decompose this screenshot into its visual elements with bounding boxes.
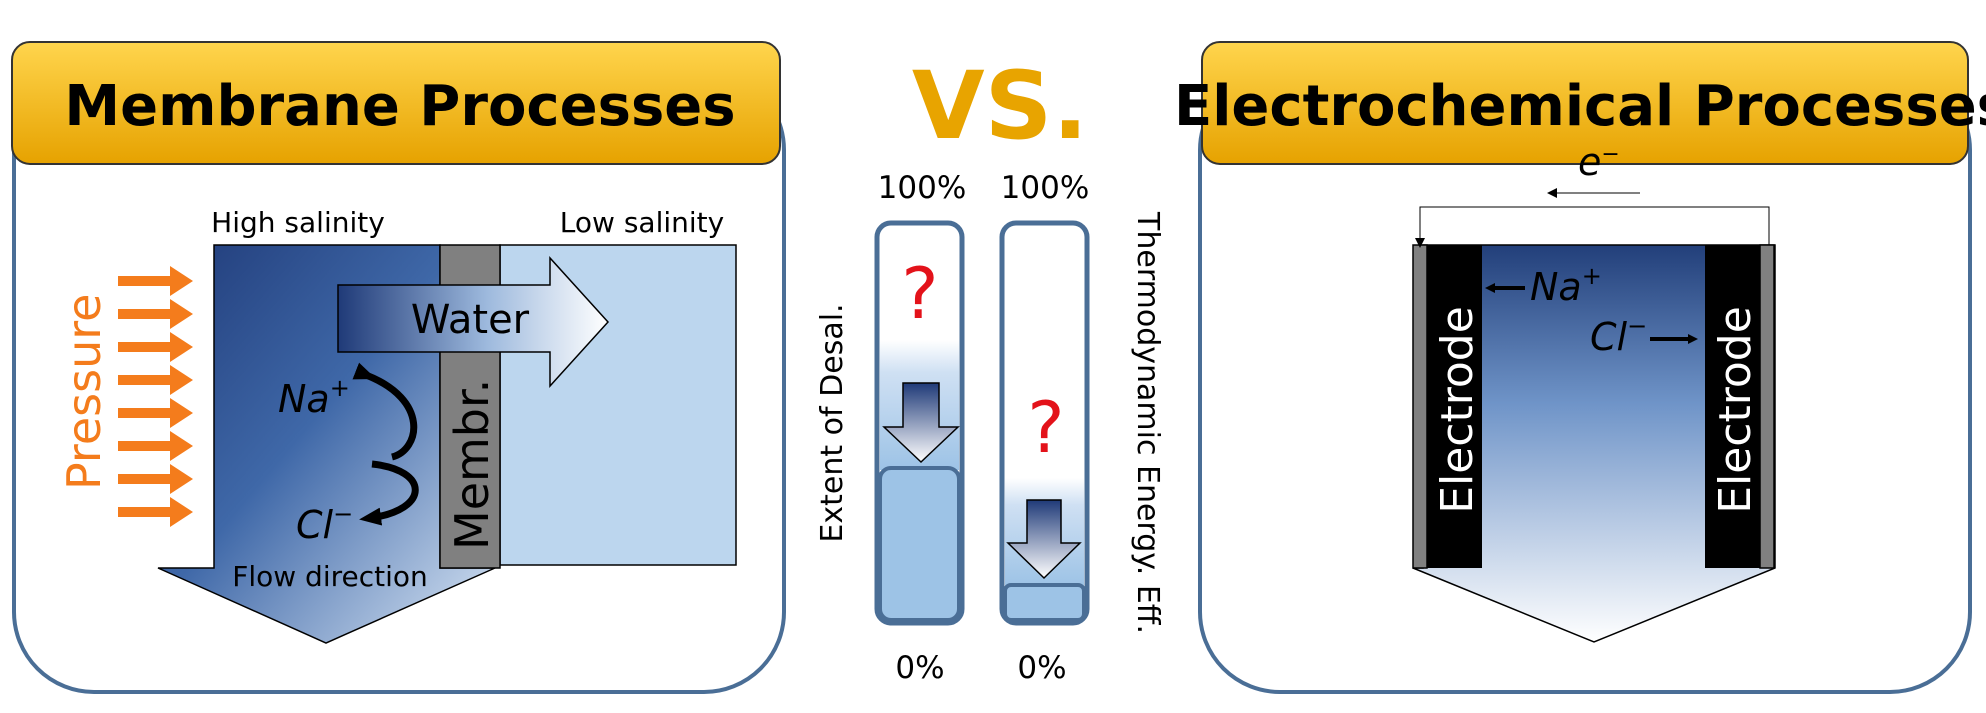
low-salinity-label: Low salinity [560,206,724,239]
pressure-arrow [118,299,193,329]
electrochemical-title-banner [1201,41,1969,165]
pressure-arrow [118,431,193,461]
pressure-arrow [118,332,193,362]
bar2-top-label: 100% [1001,170,1090,206]
left-current-collector [1412,244,1428,569]
pressure-arrow [118,497,193,527]
electron-label: e− [1578,140,1620,184]
left-na-ion: Na+ [278,374,350,421]
bar2-question-mark: ? [1027,387,1064,469]
pressure-arrows [118,266,193,527]
electrochemical-title: Electrochemical Processes [1174,74,1986,139]
left-cl-ion: Cl− [296,500,353,547]
membrane-title: Membrane Processes [64,74,735,139]
pressure-label: Pressure [57,294,111,490]
right-cl-ion: Cl− [1590,312,1647,359]
bar2-bottom-label: 0% [1017,650,1066,686]
bar2-fill [1003,583,1086,622]
right-na-ion: Na+ [1530,262,1602,309]
bar1-fill [878,466,961,622]
ion-bounce-curve-lower [359,460,419,526]
bar1-down-arrow [882,382,960,464]
bar1-bottom-label: 0% [895,650,944,686]
bar1-top-label: 100% [878,170,967,206]
right-electrode-label: Electrode [1710,306,1761,514]
flow-direction-label: Flow direction [232,560,428,593]
bar2-down-arrow [1006,499,1082,580]
bar1-axis-label: Extent of Desal. [815,303,850,542]
bar1-question-mark: ? [901,253,938,335]
electrochemical-panel: Electrochemical Processes Electrode Elec… [1174,41,1986,694]
pressure-arrow [118,365,193,395]
external-circuit-wire [1415,206,1770,248]
right-current-collector [1759,244,1775,569]
comparison-center: VS. 100% ? 0% Extent of Desal. 100% ? 0%… [815,52,1165,686]
high-salinity-label: High salinity [211,206,385,239]
pressure-arrow [118,464,193,494]
water-arrow [337,256,610,388]
left-electrode [1427,245,1482,568]
pressure-arrow [118,398,193,428]
membrane-label: Membr. [445,379,499,550]
right-electrode [1705,245,1760,568]
left-electrode-label: Electrode [1432,306,1483,514]
water-label: Water [411,297,530,343]
pressure-arrow [118,266,193,296]
vs-label: VS. [912,52,1088,161]
bar2-axis-label: Thermodynamic Energy. Eff. [1130,211,1165,634]
membrane-panel: Membrane Processes Membr. Water High sal… [11,41,786,694]
ion-bounce-curve-upper [352,362,418,461]
membrane-title-banner [11,41,781,165]
